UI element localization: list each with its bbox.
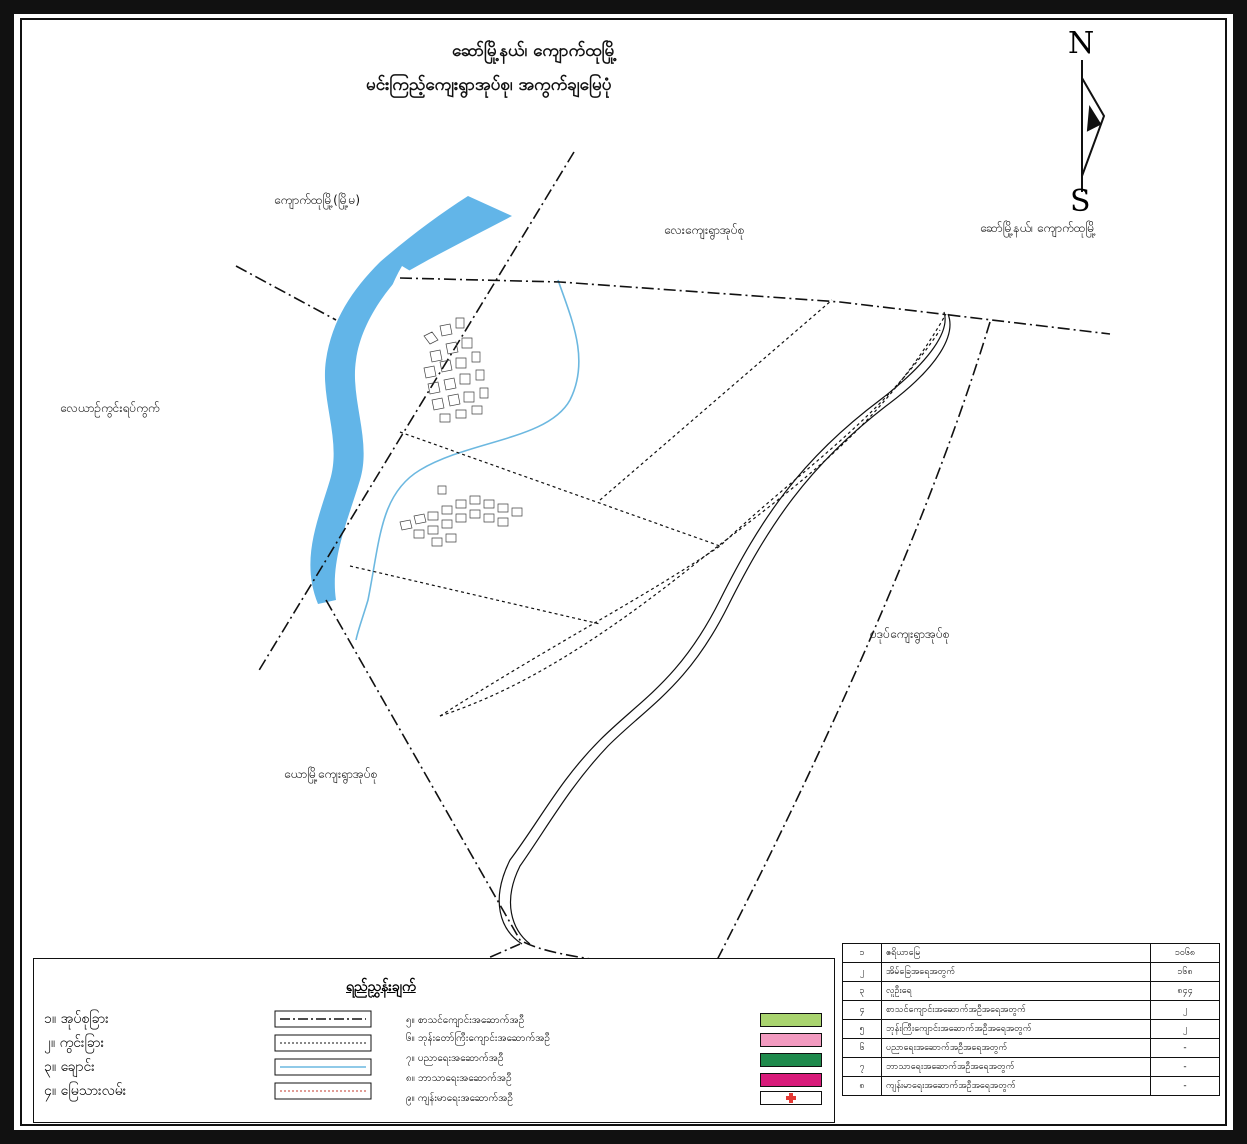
field-line-4 — [439, 329, 941, 717]
legend-facility-label-9: ၉။ ကျန်းမာရေးအဆောက်အဦ — [406, 1093, 513, 1104]
table-row: ၄ စာသင်ကျောင်းအဆောက်အဦအရေအတွက် ၂ — [842, 1000, 1220, 1020]
row-value: ၂ — [1150, 1000, 1220, 1020]
field-line-2 — [349, 565, 601, 625]
row-number: ၂ — [842, 962, 882, 982]
label-kyaukhtu-town: ကျောက်ထုမြို့(မြို့မ) — [274, 193, 361, 207]
compass-south-label: S — [1070, 184, 1091, 219]
row-item: စာသင်ကျောင်းအဆောက်အဦအရေအတွက် — [881, 1000, 1151, 1020]
label-saw-township: ဆော်မြို့နယ်၊ ကျောက်ထုမြို့ — [980, 221, 1097, 235]
legend-line-label-4: ၄။ မြေသားလမ်း — [44, 1083, 127, 1099]
row-item: ဘာသာရေးအဆောက်အဦအရေအတွက် — [881, 1057, 1151, 1077]
swatch-religious — [760, 1073, 822, 1087]
table-row: ၃ လူဦးရေ ၈၄၄ — [842, 981, 1220, 1001]
compass-north-label: N — [1068, 26, 1095, 61]
row-value: ၁၀၆၈ — [1150, 943, 1220, 963]
legend-facility-label-7: ၇။ ပညာရေးအဆောက်အဦ — [406, 1053, 504, 1064]
legend-line-label-1: ၁။ အုပ်စုခြား — [44, 1011, 109, 1027]
table-row: ၆ ပညာရေးအဆောက်အဦအရေအတွက် - — [842, 1038, 1220, 1058]
settlement-south — [399, 485, 523, 547]
map-border — [20, 18, 1227, 1126]
swatch-school — [760, 1013, 822, 1027]
row-number: ၅ — [842, 1019, 882, 1039]
label-padauk-village-tract: ပဒုပ်ကျေးရွာအုပ်စု — [870, 627, 950, 641]
map-title-line2: မင်းကြည့်ကျေးရွာအုပ်စု၊ အကွက်ချမြေပုံ — [366, 75, 612, 95]
row-value: - — [1150, 1057, 1220, 1077]
legend-facility-label-5: ၅။ စာသင်ကျောင်းအဆောက်အဦ — [406, 1015, 525, 1026]
row-item: လူဦးရေ — [881, 981, 1151, 1001]
boundary-west — [235, 265, 337, 321]
red-cross-icon — [786, 1093, 796, 1103]
legend-line-symbols — [274, 1010, 372, 1100]
row-number: ၁ — [842, 943, 882, 963]
table-row: ၅ ဘုန်းကြီးကျောင်းအဆောက်အဦအရေအတွက် ၂ — [842, 1019, 1220, 1039]
river-island — [357, 266, 412, 590]
boundary-east — [715, 321, 991, 963]
table-row: ၇ ဘာသာရေးအဆောက်အဦအရေအတွက် - — [842, 1057, 1220, 1077]
row-item: ဧရိယာမြေ — [881, 943, 1151, 963]
field-line-1 — [399, 431, 721, 547]
settlement-north — [423, 317, 489, 423]
legend-box: ရည်ညွှန်းချက် ၁။ အုပ်စုခြား ၂။ ကွင်းခြား… — [33, 958, 835, 1123]
swatch-monastery — [760, 1033, 822, 1047]
row-item: ပညာရေးအဆောက်အဦအရေအတွက် — [881, 1038, 1151, 1058]
legend-line-label-2: ၂။ ကွင်းခြား — [44, 1035, 105, 1051]
row-item: ကျန်းမာရေးအဆောက်အဦအရေအတွက် — [881, 1076, 1151, 1096]
label-reserved-forest: လေယာဉ်ကွင်းရပ်ကွက် — [60, 401, 160, 415]
legend-line-label-3: ၃။ ချောင်း — [44, 1059, 95, 1075]
boundary-north — [399, 277, 1111, 335]
swatch-health — [760, 1091, 822, 1105]
table-row: ၈ ကျန်းမာရေးအဆောက်အဦအရေအတွက် - — [842, 1076, 1220, 1096]
table-row: ၂ အိမ်ခြေအရေအတွက် ၁၆၈ — [842, 962, 1220, 982]
row-number: ၄ — [842, 1000, 882, 1020]
row-number: ၆ — [842, 1038, 882, 1058]
table-row: ၁ ဧရိယာမြေ ၁၀၆၈ — [842, 943, 1220, 963]
field-line-3 — [599, 299, 833, 501]
row-value: - — [1150, 1038, 1220, 1058]
row-number: ၃ — [842, 981, 882, 1001]
north-arrow — [1081, 60, 1106, 192]
river — [310, 196, 512, 604]
swatch-education — [760, 1053, 822, 1067]
boundary-river-axis — [257, 151, 575, 673]
row-value: - — [1150, 1076, 1220, 1096]
map-title-line1: ဆော်မြို့နယ်၊ ကျောက်ထုမြို့ — [452, 41, 617, 61]
label-myo-village-tract: ယောမြို့ကျေးရွာအုပ်စု — [284, 767, 378, 781]
legend-facility-label-6: ၆။ ဘုန်းတော်ကြီးကျောင်းအဆောက်အဦ — [406, 1033, 550, 1044]
row-value: ၁၆၈ — [1150, 962, 1220, 982]
statistics-table: ၁ ဧရိယာမြေ ၁၀၆၈ ၂ အိမ်ခြေအရေအတွက် ၁၆၈ ၃ … — [842, 943, 1220, 1096]
field-line-5 — [439, 313, 947, 717]
row-number: ၈ — [842, 1076, 882, 1096]
row-value: ၈၄၄ — [1150, 981, 1220, 1001]
row-value: ၂ — [1150, 1019, 1220, 1039]
label-lay-village-tract: လေးကျေးရွာအုပ်စု — [664, 223, 745, 237]
legend-title: ရည်ညွှန်းချက် — [346, 979, 416, 995]
boundary-southwest — [325, 599, 729, 991]
stream — [355, 279, 580, 641]
row-item: ဘုန်းကြီးကျောင်းအဆောက်အဦအရေအတွက် — [881, 1019, 1151, 1039]
earth-road-a — [498, 311, 946, 945]
earth-road-b — [509, 313, 951, 945]
row-number: ၇ — [842, 1057, 882, 1077]
row-item: အိမ်ခြေအရေအတွက် — [881, 962, 1151, 982]
legend-facility-label-8: ၈။ ဘာသာရေးအဆောက်အဦ — [406, 1073, 512, 1084]
